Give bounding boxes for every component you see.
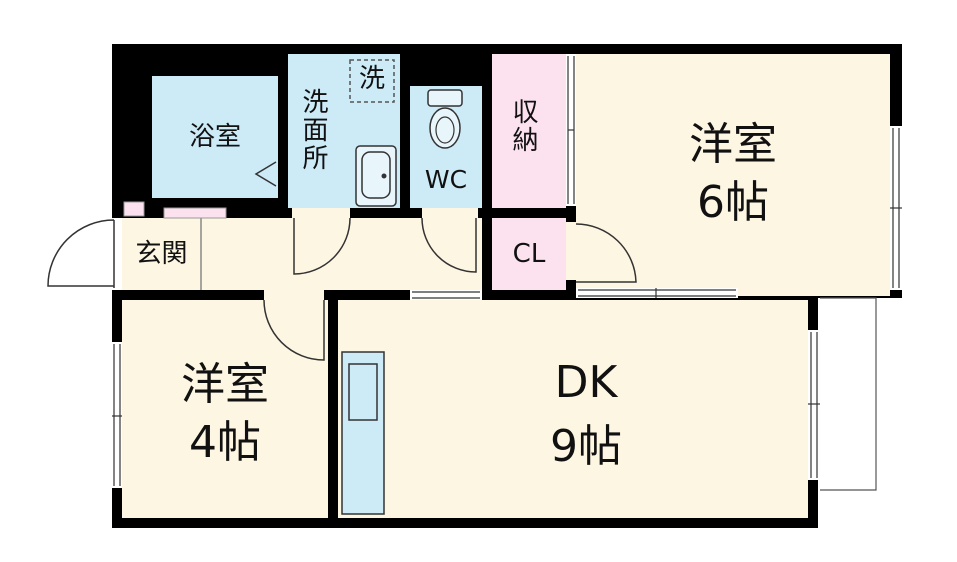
dk-western-sliding-door — [576, 288, 738, 298]
label-western-large-name: 洋室 — [689, 119, 777, 170]
floor-storage — [492, 54, 566, 208]
label-western-large-size: 6帖 — [697, 177, 769, 228]
floor-western-small — [122, 300, 328, 518]
closet-door-gap — [566, 222, 576, 280]
bath-door-mark — [254, 161, 277, 187]
window-dk — [808, 330, 820, 480]
label-dk-name: DK — [554, 357, 618, 408]
balcony-area — [818, 298, 957, 562]
kitchen-sink — [348, 363, 378, 421]
label-bath: 浴室 — [188, 122, 241, 152]
label-western-small-name: 洋室 — [181, 359, 269, 410]
dk-hall-opening — [410, 290, 482, 300]
western-small-door-swing — [263, 299, 325, 361]
wash-basin — [355, 145, 397, 207]
washer-pan — [349, 59, 395, 103]
western-small-door-gap — [264, 290, 324, 300]
label-entrance: 玄関 — [135, 239, 188, 269]
label-washer: 洗 — [358, 64, 385, 94]
washroom-door-swing — [293, 217, 351, 275]
floor-closet — [492, 218, 566, 290]
entrance-door-gap — [112, 218, 122, 290]
label-western-small-size: 4帖 — [189, 417, 261, 468]
shoe-cabinet — [123, 201, 145, 217]
toilet-bowl — [429, 107, 461, 149]
floor-dk — [338, 300, 808, 518]
wash-basin-bowl — [361, 151, 391, 199]
toilet-tank — [427, 89, 463, 107]
balcony-outline — [820, 297, 877, 491]
label-washroom: 洗面所 — [298, 88, 328, 172]
window-western-small — [112, 342, 122, 488]
label-storage: 収納 — [508, 98, 538, 154]
label-closet: CL — [512, 239, 546, 269]
closet-door-swing — [575, 223, 637, 283]
washroom-door-gap — [292, 208, 350, 218]
floor-bath — [152, 76, 278, 198]
toilet-seat — [435, 116, 455, 144]
shoe-cabinet-2 — [163, 207, 227, 219]
label-toilet: WC — [424, 165, 468, 194]
floor-hallway — [122, 218, 482, 290]
label-dk-size: 9帖 — [550, 421, 622, 472]
toilet-door-swing — [421, 217, 477, 273]
entrance-door-swing — [47, 219, 115, 288]
toilet-door-gap — [422, 208, 478, 218]
wash-basin-drain — [381, 173, 387, 179]
